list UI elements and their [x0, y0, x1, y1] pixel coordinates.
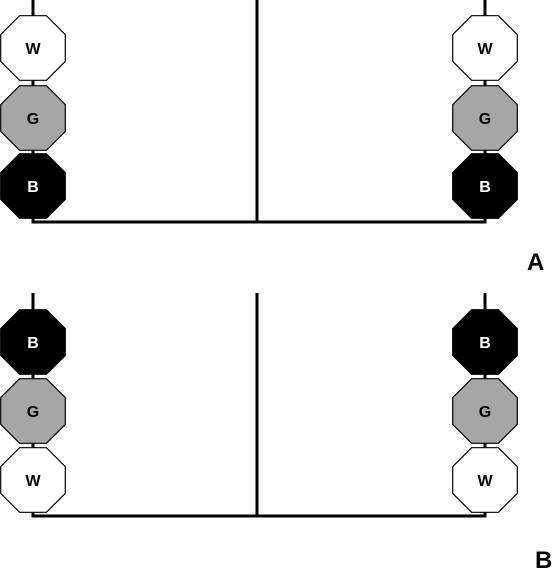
right-bead-b: B [452, 153, 518, 219]
bead-label: W [25, 473, 41, 490]
octagon-shape [0, 447, 66, 513]
octagon-shape [0, 85, 66, 151]
right-bead-w: W [452, 15, 518, 81]
left-bead-w: W [0, 15, 66, 81]
octagon-shape [452, 85, 518, 151]
bead-label: B [479, 335, 491, 352]
octagon-shape [0, 15, 66, 81]
panel-b-label: B [535, 547, 552, 570]
octagon-shape [452, 153, 518, 219]
octagon-shape [0, 378, 66, 444]
octagon-shape [452, 309, 518, 375]
bead-label: B [479, 179, 491, 196]
bead-label: G [27, 111, 39, 128]
left-bead-g: G [0, 378, 66, 444]
bead-label: B [27, 335, 39, 352]
right-bead-w: W [452, 447, 518, 513]
left-bead-b: B [0, 153, 66, 219]
octagon-shape [0, 153, 66, 219]
bead-label: G [479, 404, 491, 421]
octagon-shape [452, 447, 518, 513]
left-bead-b: B [0, 309, 66, 375]
right-bead-b: B [452, 309, 518, 375]
octagon-shape [452, 15, 518, 81]
right-bead-g: G [452, 85, 518, 151]
panel-a: W G B W G B [0, 0, 518, 224]
bead-label: B [27, 179, 39, 196]
right-bead-g: G [452, 378, 518, 444]
left-bead-g: G [0, 85, 66, 151]
octagon-shape [452, 378, 518, 444]
bead-label: W [477, 41, 493, 58]
panel-b: B G W B G W [0, 293, 518, 518]
panel-a-label: A [527, 249, 544, 276]
bead-label: G [27, 404, 39, 421]
octagon-shape [0, 309, 66, 375]
left-bead-w: W [0, 447, 66, 513]
bead-label: W [25, 41, 41, 58]
bead-label: W [477, 473, 493, 490]
bead-label: G [479, 111, 491, 128]
